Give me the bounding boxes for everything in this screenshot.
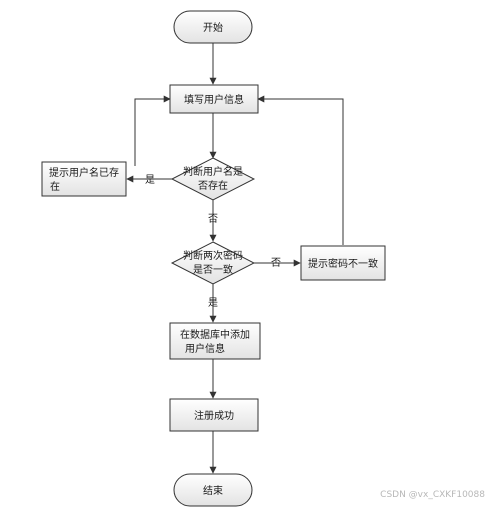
success-node: 注册成功 — [169, 398, 259, 432]
fill-info-node: 填写用户信息 — [169, 84, 259, 114]
check-username-label-line2: 否存在 — [198, 179, 228, 192]
check-username-decision: 判断用户名是 否存在 — [170, 157, 256, 201]
edge-label-name-yes: 是 — [145, 174, 155, 186]
edge-label-pwd-yes: 是 — [208, 297, 218, 309]
check-password-decision: 判断两次密码 是否一致 — [170, 241, 256, 285]
start-node: 开始 — [173, 10, 253, 44]
add-user-label-line2: 用户信息 — [185, 342, 225, 355]
add-user-node: 在数据库中添加 用户信息 — [169, 322, 261, 360]
username-exists-label-line1: 提示用户名已存 — [49, 166, 119, 179]
edge-label-name-no: 否 — [208, 213, 218, 225]
check-password-label-line2: 是否一致 — [193, 263, 233, 276]
password-mismatch-label: 提示密码不一致 — [308, 257, 378, 270]
password-mismatch-node: 提示密码不一致 — [300, 245, 386, 281]
edge-label-pwd-no: 否 — [271, 257, 281, 269]
add-user-label-line1: 在数据库中添加 — [180, 328, 250, 341]
success-label: 注册成功 — [194, 409, 234, 422]
username-exists-node: 提示用户名已存 在 — [41, 161, 127, 197]
check-username-label-line1: 判断用户名是 — [183, 165, 243, 178]
edge-name-exists-loop — [134, 95, 171, 166]
start-label: 开始 — [203, 21, 223, 34]
end-label: 结束 — [203, 484, 223, 497]
watermark-text: CSDN @vx_CXKF10088 — [380, 490, 485, 500]
username-exists-label-line2: 在 — [50, 181, 60, 193]
fill-info-label: 填写用户信息 — [184, 93, 244, 106]
end-node: 结束 — [173, 473, 253, 507]
check-password-label-line1: 判断两次密码 — [183, 249, 243, 262]
edge-pwd-mismatch-loop — [257, 95, 344, 245]
